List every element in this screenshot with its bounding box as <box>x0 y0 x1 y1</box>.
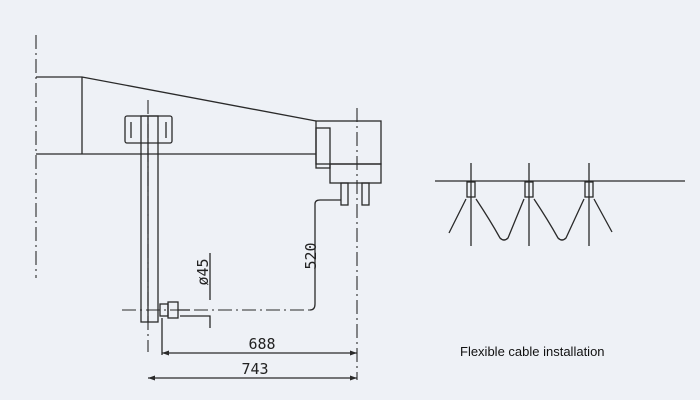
trolley-lower-box <box>329 163 382 184</box>
trolley-side-plate <box>315 127 331 169</box>
diameter-dimension: ø45 <box>194 258 212 285</box>
hanger-trolley <box>466 181 476 198</box>
height-dimension: 520 <box>302 242 320 269</box>
outer-width-dimension: 743 <box>241 360 268 378</box>
caption: Flexible cable installation <box>460 344 605 359</box>
flexible-cable <box>448 198 613 241</box>
cantilever-arm <box>36 76 317 155</box>
vertical-post <box>140 115 159 323</box>
bracket-side-view: 520 ø45 688 743 <box>35 35 382 381</box>
height-dimension-line <box>309 199 341 311</box>
inner-width-dimension: 688 <box>248 335 275 353</box>
trolley-wheel <box>361 182 370 206</box>
clamp-bolts <box>130 122 167 138</box>
hanger-trolley <box>584 181 594 198</box>
trolley-wheel <box>340 182 349 206</box>
hanger-trolley <box>524 181 534 198</box>
width-dimension-lines <box>148 318 357 379</box>
cable-hangers <box>466 163 594 246</box>
flexible-cable-view: Flexible cable installation <box>435 163 685 359</box>
